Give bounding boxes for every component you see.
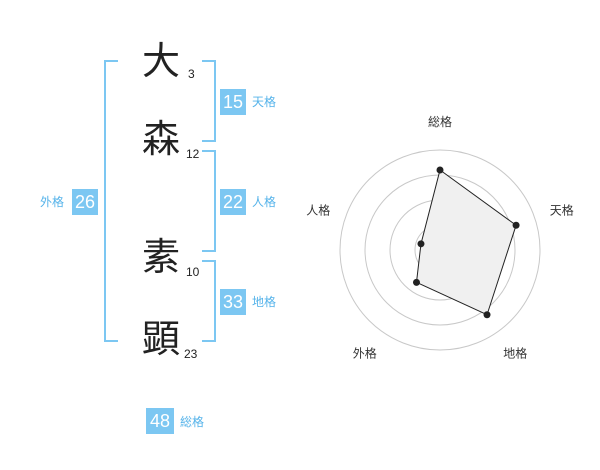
name-char-1: 大 xyxy=(142,39,181,83)
radar-axis-label: 地格 xyxy=(503,346,527,361)
name-char-4: 顕 xyxy=(142,317,181,361)
radar-axis-label: 総格 xyxy=(428,114,452,129)
chikaku-label: 地格 xyxy=(252,295,277,309)
radar-ring xyxy=(339,149,541,351)
name-char-2: 森 xyxy=(142,117,181,161)
chikaku-bracket xyxy=(202,260,216,342)
radar-point xyxy=(483,311,491,319)
name-char-3: 素 xyxy=(142,235,181,279)
gaikaku-label: 外格 xyxy=(40,195,65,209)
chikaku-value: 33 xyxy=(220,289,246,315)
radar-point xyxy=(512,221,520,229)
tenkaku-bracket xyxy=(202,60,216,142)
radar-point xyxy=(412,278,420,286)
tenkaku-label: 天格 xyxy=(252,95,277,109)
gaikaku-value: 26 xyxy=(72,189,98,215)
stroke-count-2: 12 xyxy=(186,147,200,161)
jinkaku-value: 22 xyxy=(220,189,246,215)
gaikaku-bracket xyxy=(104,60,118,342)
radar-axis-label: 外格 xyxy=(353,346,377,361)
radar-point xyxy=(436,166,444,174)
radar-axis-label: 天格 xyxy=(550,202,574,217)
stroke-count-1: 3 xyxy=(188,67,195,81)
soukaku-value: 48 xyxy=(146,408,174,434)
stroke-count-4: 23 xyxy=(184,347,198,361)
radar-axis-label: 人格 xyxy=(306,202,330,217)
tenkaku-value: 15 xyxy=(220,89,246,115)
jinkaku-bracket xyxy=(202,150,216,252)
soukaku-label: 総格 xyxy=(180,415,205,429)
radar-point xyxy=(417,240,425,248)
radar-shape xyxy=(412,166,520,319)
radar-polygon xyxy=(415,169,517,316)
jinkaku-label: 人格 xyxy=(252,195,277,209)
stroke-count-3: 10 xyxy=(186,265,200,279)
